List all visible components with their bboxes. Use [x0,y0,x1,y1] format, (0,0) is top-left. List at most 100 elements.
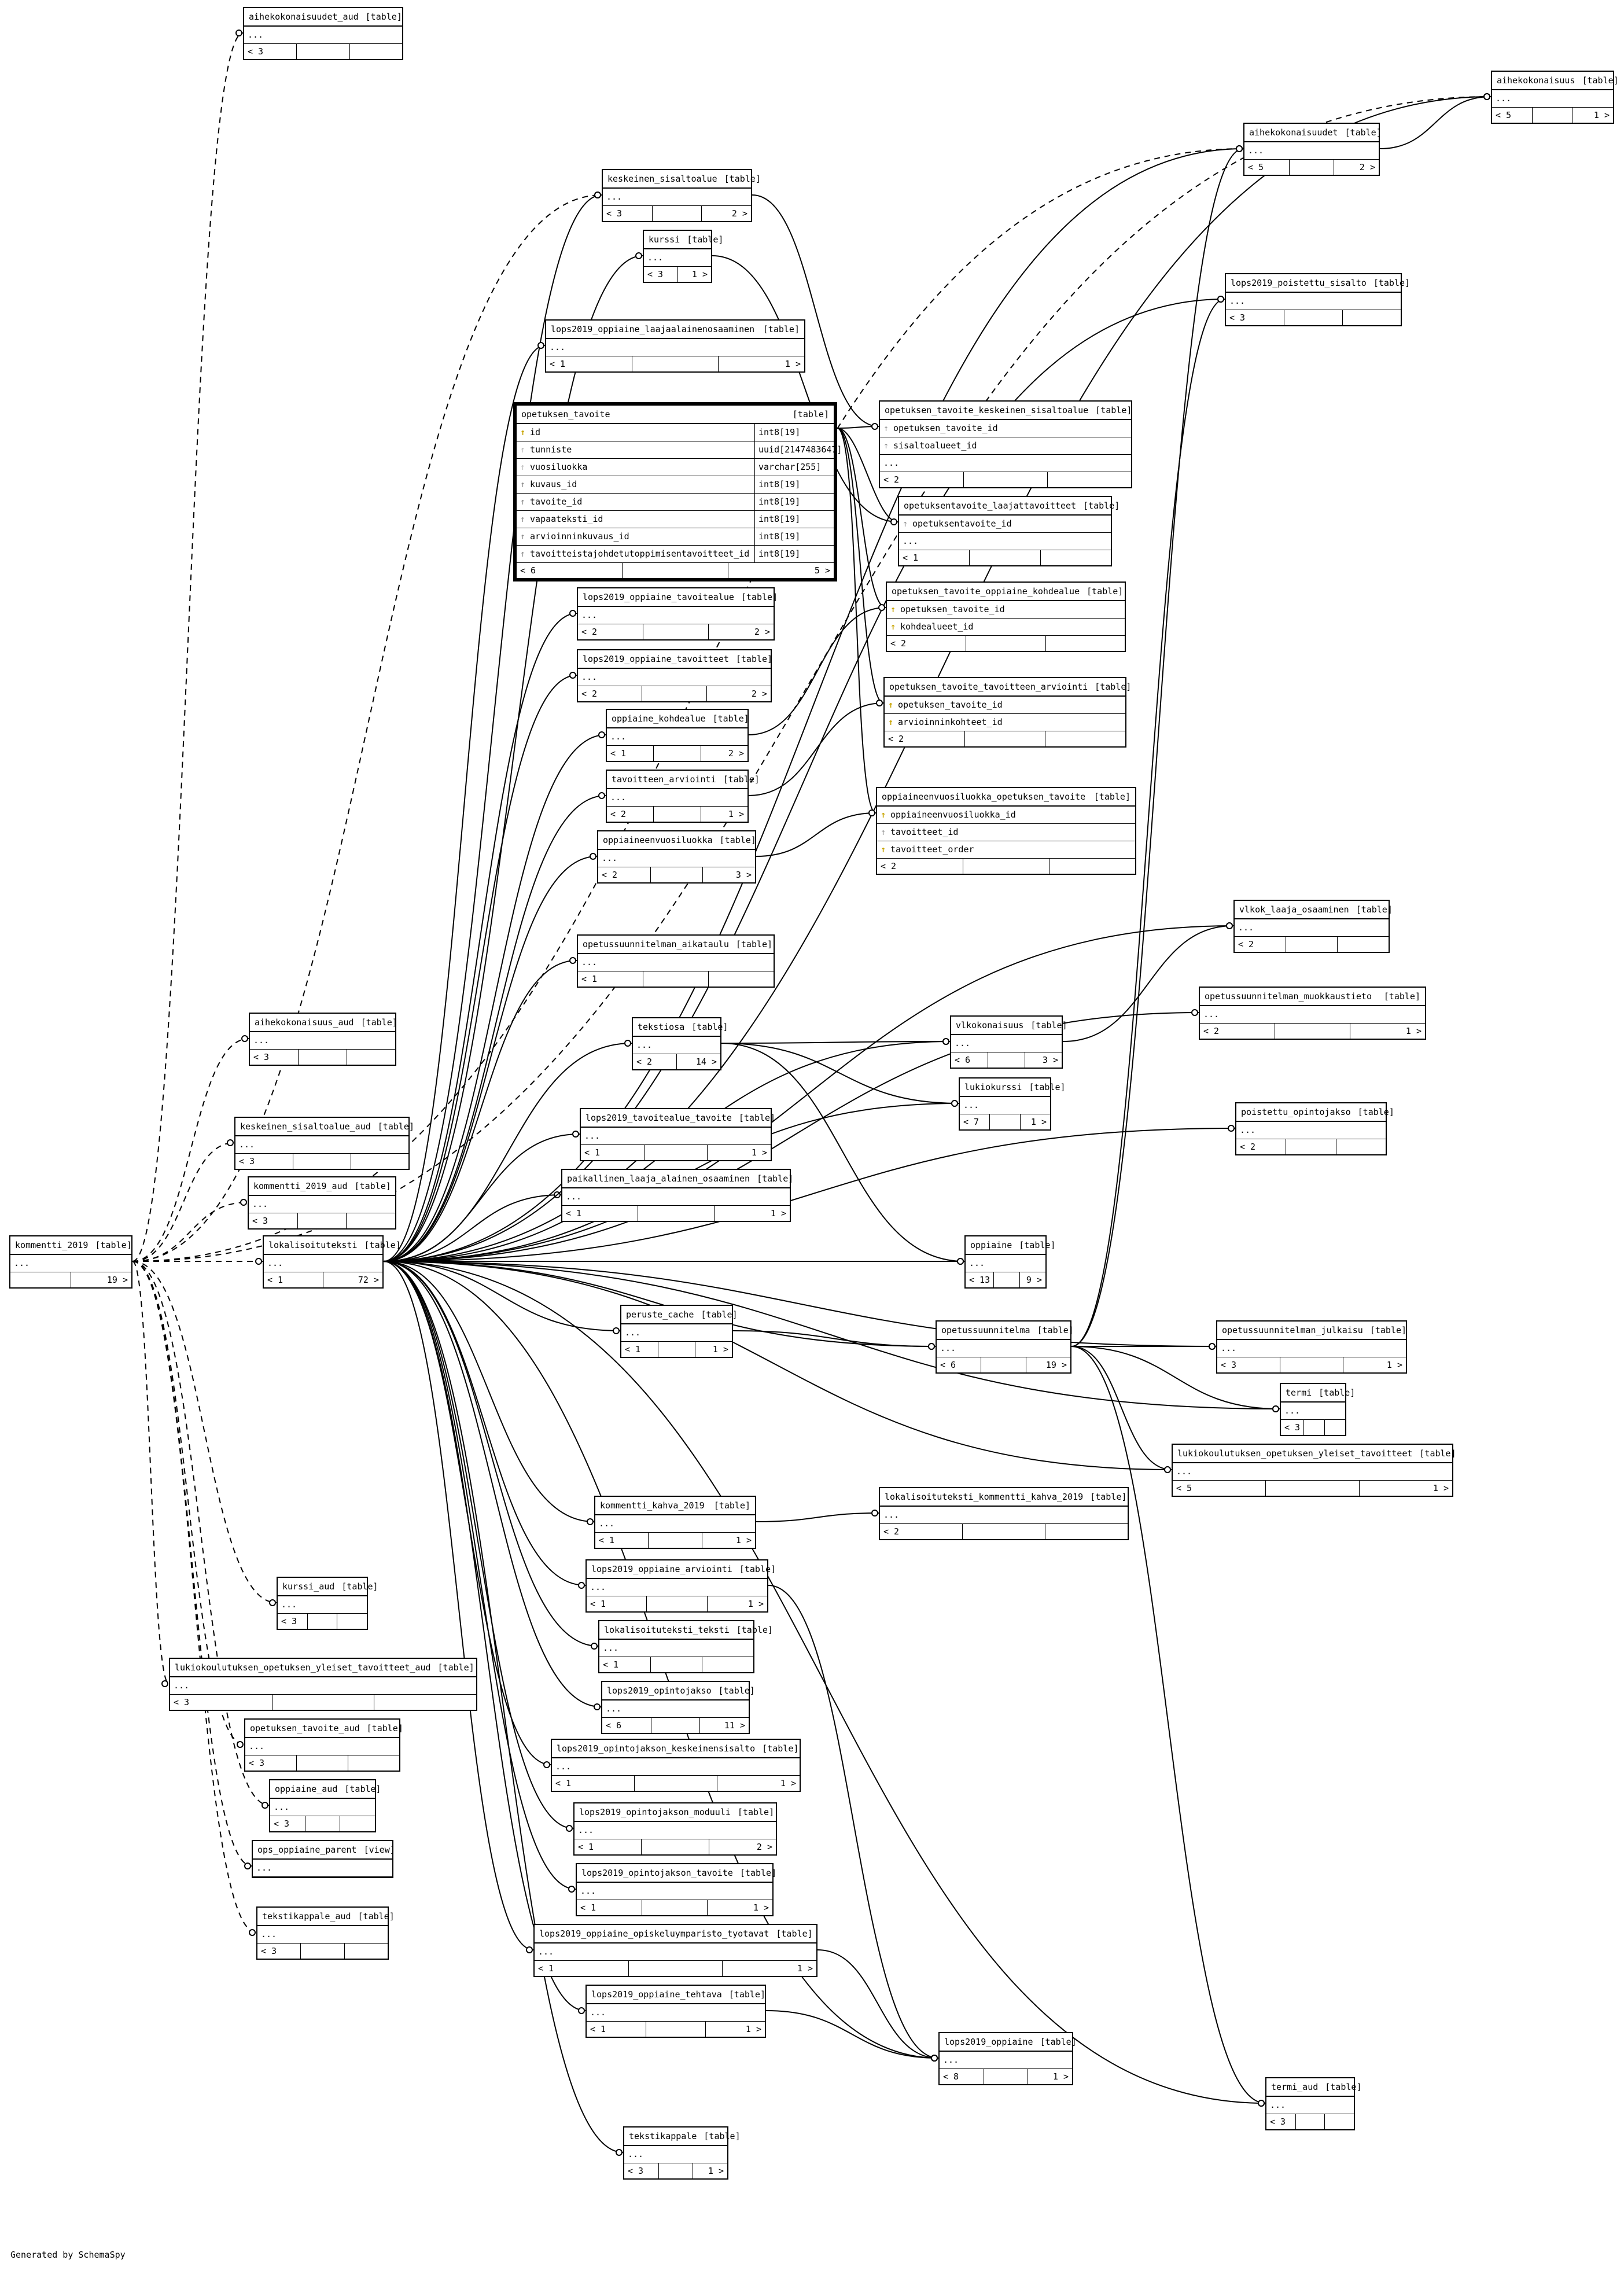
relationship-count[interactable]: < 3 [249,1213,298,1228]
table-lukiokoulutuksen-opetuksen-yleiset-tavoitteet[interactable]: lukiokoulutuksen_opetuksen_yleiset_tavoi… [1172,1444,1456,1497]
relationship-count[interactable]: < 6 [937,1357,982,1372]
relationship-count[interactable] [1304,1420,1325,1435]
relationship-count[interactable] [635,1776,717,1791]
relationship-count[interactable]: 2 > [756,1842,772,1852]
table-kommentti-2019[interactable]: kommentti_2019[table]...19 > [9,1235,132,1289]
table-opetuksen-tavoite-aud[interactable]: opetuksen_tavoite_aud[table]...< 3 [244,1718,403,1772]
relationship-count[interactable]: < 2 [887,636,967,651]
relationship-count[interactable] [642,1900,708,1915]
relationship-count[interactable] [643,624,709,639]
relationship-count[interactable]: < 1 [607,746,654,761]
relationship-count[interactable]: < 3 [603,206,653,221]
relationship-count[interactable]: 1 > [1030,1117,1047,1127]
relationship-count[interactable] [1290,160,1335,175]
relationship-count[interactable]: 1 > [751,1147,768,1158]
relationship-count[interactable] [1046,636,1125,651]
table-opetuksentavoite-laajattavoitteet[interactable]: opetuksentavoite_laajattavoitteet[table]… [898,496,1120,566]
relationship-count[interactable]: < 6 [517,563,623,578]
relationship-count[interactable]: 1 > [1052,2071,1069,2082]
relationship-count[interactable]: < 2 [633,1054,677,1069]
relationship-count[interactable]: 9 > [1026,1275,1042,1285]
relationship-count[interactable]: 19 > [106,1275,128,1285]
relationship-count[interactable]: 3 > [1042,1055,1058,1065]
relationship-count[interactable]: < 3 [245,1755,297,1771]
relationship-count[interactable] [1325,1420,1345,1435]
relationship-count[interactable]: 2 > [731,208,748,219]
relationship-count[interactable]: 1 > [747,1599,764,1609]
relationship-count[interactable] [1049,859,1135,874]
relationship-count[interactable] [981,1357,1026,1372]
relationship-count[interactable] [340,1816,375,1831]
relationship-count[interactable] [10,1272,71,1287]
relationship-count[interactable] [651,1718,701,1733]
relationship-count[interactable]: < 3 [1226,310,1284,325]
relationship-count[interactable]: < 3 [1281,1420,1305,1435]
relationship-count[interactable]: 1 > [1386,1360,1402,1370]
relationship-count[interactable]: 11 > [724,1720,746,1731]
table-opetussuunnitelman-muokkaustieto[interactable]: opetussuunnitelman_muokkaustieto[table].… [1199,987,1426,1040]
relationship-count[interactable]: < 3 [278,1614,308,1629]
relationship-count[interactable]: < 2 [1235,937,1286,952]
relationship-count[interactable] [638,1206,715,1221]
table-opetuksen-tavoite-oppiaine-kohdealue[interactable]: opetuksen_tavoite_oppiaine_kohdealue[tab… [886,581,1126,652]
relationship-count[interactable]: < 2 [1236,1139,1287,1154]
table-vlkok-laaja-osaaminen[interactable]: vlkok_laaja_osaaminen[table]...< 2 [1233,900,1393,953]
table-poistettu-opintojakso[interactable]: poistettu_opintojakso[table]...< 2 [1235,1102,1394,1155]
relationship-count[interactable] [299,1050,347,1065]
relationship-count[interactable]: < 7 [960,1114,990,1129]
relationship-count[interactable]: < 1 [587,1596,647,1611]
relationship-count[interactable]: < 2 [880,472,964,487]
relationship-count[interactable]: 1 > [780,1778,796,1788]
relationship-count[interactable]: < 1 [575,1839,642,1854]
relationship-count[interactable]: 5 > [814,565,830,576]
relationship-count[interactable] [301,1944,345,1959]
relationship-count[interactable]: < 2 [578,624,643,639]
relationship-count[interactable]: < 3 [244,44,297,59]
table-lops2019-oppiaine-tavoitealue[interactable]: lops2019_oppiaine_tavoitealue[table]...<… [577,587,778,641]
relationship-count[interactable] [963,1524,1045,1539]
relationship-count[interactable]: 72 > [358,1275,379,1285]
relationship-count[interactable] [1275,1024,1350,1039]
table-lops2019-tavoitealue-tavoite[interactable]: lops2019_tavoitealue_tavoite[table]...< … [580,1108,775,1161]
relationship-count[interactable]: < 2 [877,859,963,874]
relationship-count[interactable] [659,2163,694,2178]
relationship-count[interactable] [642,1839,709,1854]
relationship-count[interactable]: < 3 [1217,1357,1280,1372]
table-opetuksen-tavoite-tavoitteen-arviointi[interactable]: opetuksen_tavoite_tavoitteen_arviointi[t… [883,677,1131,748]
relationship-count[interactable]: 2 > [751,689,767,699]
relationship-count[interactable] [651,1657,702,1672]
relationship-count[interactable] [337,1614,367,1629]
table-lops2019-oppiaine-arviointi[interactable]: lops2019_oppiaine_arviointi[table]...< 1… [585,1559,776,1613]
table-termi-aud[interactable]: termi_aud[table]...< 3 [1265,2077,1362,2130]
table-lops2019-opintojakson-keskeinensisalto[interactable]: lops2019_opintojakson_keskeinensisalto[t… [551,1739,801,1792]
relationship-count[interactable]: < 2 [1200,1024,1275,1039]
relationship-count[interactable] [629,1961,723,1976]
relationship-count[interactable]: 2 > [754,627,770,637]
table-lops2019-oppiaine-laajaalainenosaaminen[interactable]: lops2019_oppiaine_laajaalainenosaaminen[… [545,319,805,373]
relationship-count[interactable]: < 2 [885,731,965,746]
relationship-count[interactable]: < 1 [577,1900,642,1915]
relationship-count[interactable] [308,1614,338,1629]
relationship-count[interactable] [651,867,704,882]
relationship-count[interactable]: < 5 [1244,160,1290,175]
relationship-count[interactable]: < 3 [270,1816,305,1831]
relationship-count[interactable]: < 1 [599,1657,651,1672]
relationship-count[interactable] [988,1052,1025,1068]
relationship-count[interactable]: 1 > [1432,1483,1449,1493]
relationship-count[interactable]: 1 > [745,2024,761,2034]
table-lukiokoulutuksen-opetuksen-yleiset-tavoitteet-aud[interactable]: lukiokoulutuksen_opetuksen_yleiset_tavoi… [169,1658,477,1711]
table-lokalisoituteksti-kommentti-kahva-2019[interactable]: lokalisoituteksti_kommentti_kahva_2019[t… [879,1487,1129,1540]
table-aihekokonaisuudet-aud[interactable]: aihekokonaisuudet_aud[table]...< 3 [243,7,403,60]
relationship-count[interactable] [348,1755,399,1771]
relationship-count[interactable]: 2 > [728,748,744,759]
relationship-count[interactable]: < 3 [235,1154,293,1169]
